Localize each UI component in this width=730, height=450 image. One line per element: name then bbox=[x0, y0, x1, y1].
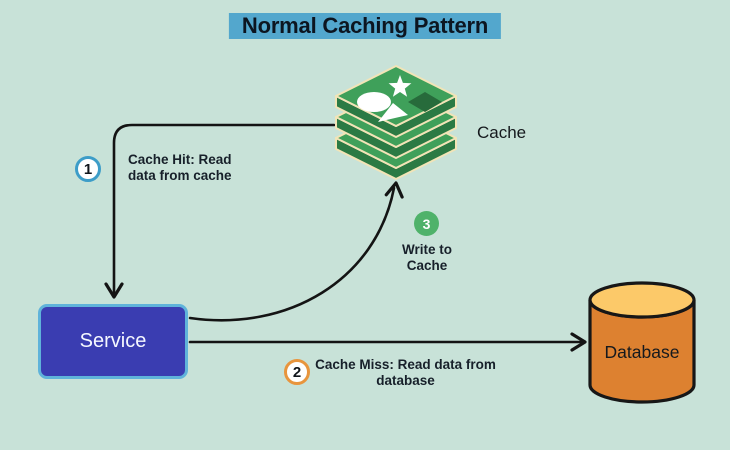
step-3-badge: 3 bbox=[414, 211, 439, 236]
arrow-write-to-cache bbox=[188, 181, 404, 322]
service-node: Service bbox=[38, 304, 188, 379]
triangle-shape bbox=[378, 103, 408, 122]
step-2-label: Cache Miss: Read data from database bbox=[315, 357, 496, 389]
step-2-number: 2 bbox=[292, 363, 302, 381]
step-1-number: 1 bbox=[83, 160, 93, 178]
step-1-badge: 1 bbox=[75, 156, 101, 182]
circle-shape bbox=[357, 92, 391, 112]
service-node-label: Service bbox=[79, 330, 147, 352]
step-3-number: 3 bbox=[422, 215, 431, 232]
arrow-cache-hit bbox=[104, 123, 336, 299]
step-3-label: Write to Cache bbox=[402, 242, 452, 274]
step-1-label: Cache Hit: Read data from cache bbox=[128, 152, 232, 184]
step-2-badge: 2 bbox=[284, 359, 310, 385]
arrow-cache-miss bbox=[188, 332, 587, 352]
database-icon bbox=[588, 281, 696, 404]
diamond-shape bbox=[408, 92, 442, 112]
star-shape bbox=[388, 75, 412, 97]
database-node-label: Database bbox=[604, 342, 680, 362]
cache-node-label: Cache bbox=[477, 123, 527, 142]
cache-icon bbox=[335, 65, 457, 180]
page-title: Normal Caching Pattern bbox=[228, 13, 502, 39]
cache-layer-top bbox=[335, 65, 457, 138]
